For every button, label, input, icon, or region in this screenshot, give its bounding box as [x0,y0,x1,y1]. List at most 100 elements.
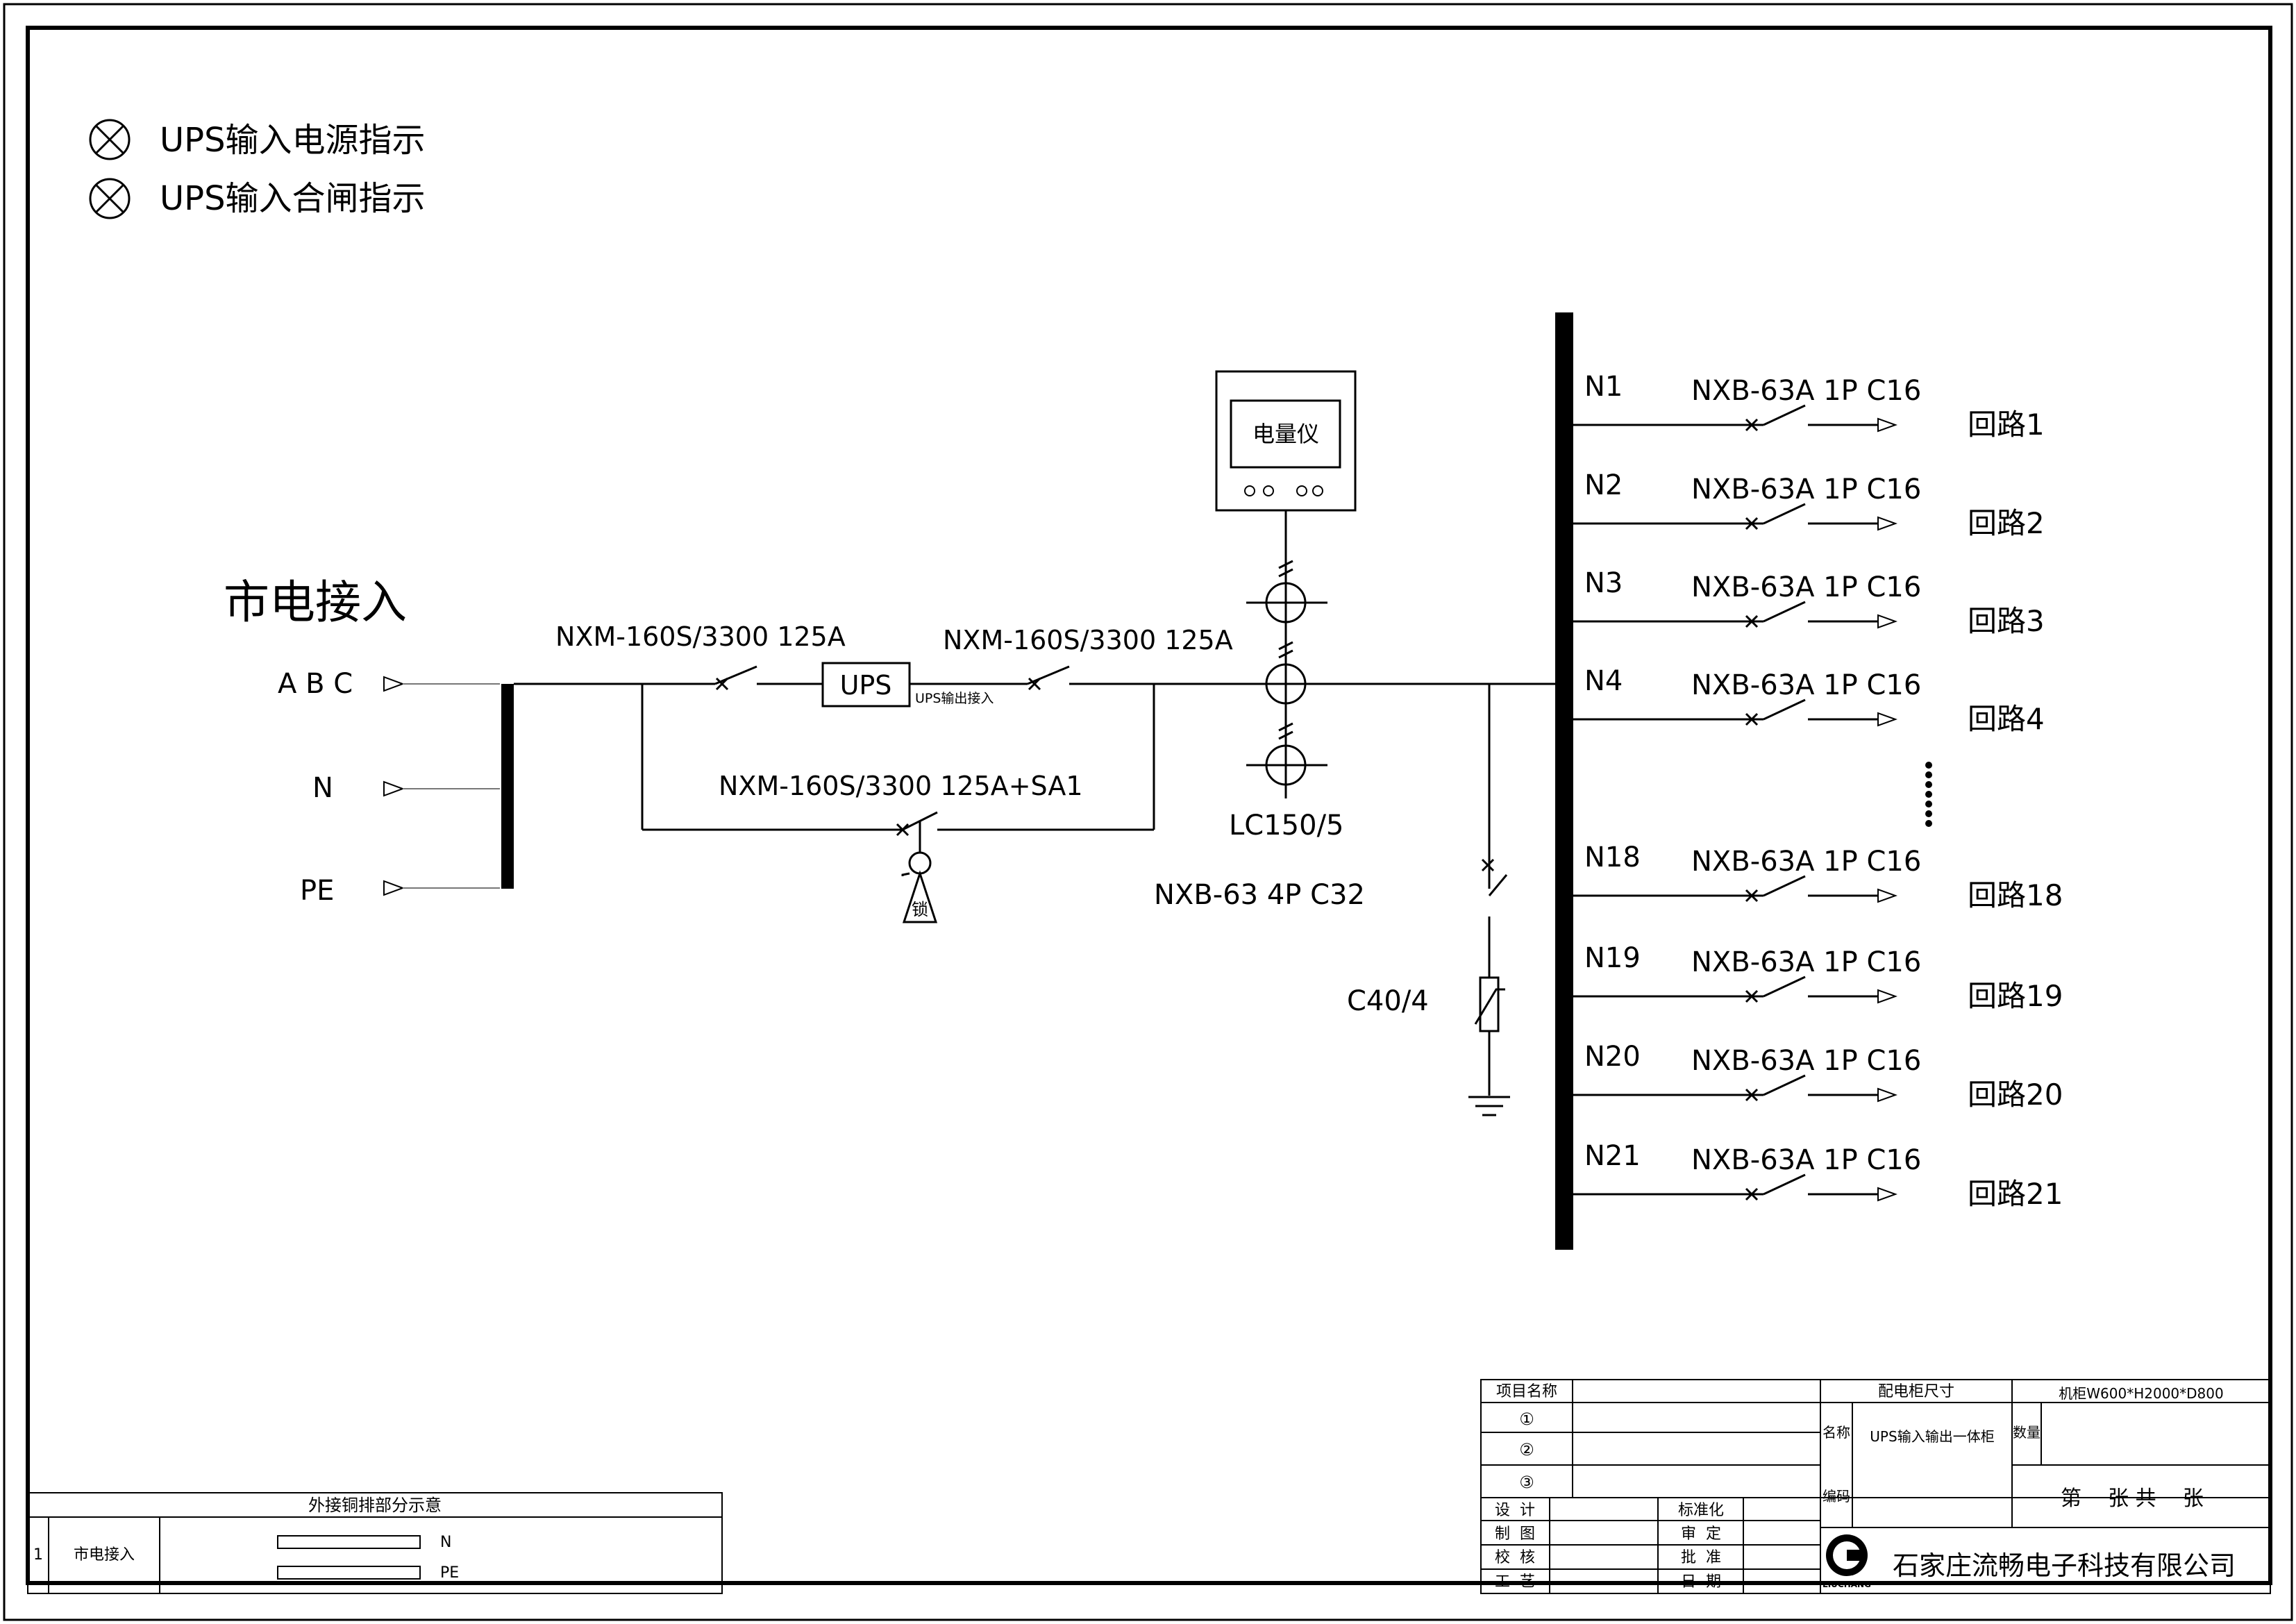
role-drafting: 制 图 [1495,1525,1535,1543]
branch-breaker-label: NXB-63A 1P C16 [1691,1144,1921,1176]
branch-n-label: N4 [1584,665,1623,697]
branch-circuit-name: 回路4 [1968,702,2045,736]
spd-label: C40/4 [1347,985,1429,1017]
circled-3: ③ [1519,1473,1534,1492]
busbar-table-row-label: 市电接入 [74,1546,135,1564]
branch-circuit-name: 回路21 [1968,1177,2063,1211]
branch-breaker-label: NXB-63A 1P C16 [1691,1045,1921,1077]
indicator-lamp-icon [89,119,131,160]
branch-circuit: N1 NXB-63A 1P C16 回路1 [1573,371,2045,442]
branch-breaker-label: NXB-63A 1P C16 [1691,669,1921,701]
inner-frame [26,26,2272,1585]
role-standard: 标准化 [1678,1502,1724,1519]
terminal-arrow-icon [1877,989,1897,1004]
qty-label: 数量 [2013,1424,2041,1441]
terminal-arrow-icon [1877,1087,1897,1103]
branch-circuit-name: 回路20 [1968,1078,2063,1112]
role-design: 设 计 [1495,1502,1535,1519]
busbar-pe-label: PE [440,1564,459,1582]
lock-label: 锁 [912,900,928,919]
branch-circuit-name: 回路3 [1968,604,2045,638]
continuation-dots [1925,762,1932,827]
input-breaker-symbol [714,665,757,691]
branch-n-label: N1 [1584,371,1623,403]
ups-box [821,662,911,708]
terminal-arrow-icon [1877,1187,1897,1202]
busbar-table [27,1492,723,1594]
busbar-table-row-no: 1 [33,1546,43,1564]
branch-n-label: N19 [1584,942,1641,974]
branch-circuit: N20 NXB-63A 1P C16 回路20 [1573,1041,2063,1112]
branch-n-label: N20 [1584,1041,1641,1073]
branch-breaker-label: NXB-63A 1P C16 [1691,474,1921,505]
bypass-breaker-label: NXM-160S/3300 125A+SA1 [719,771,1083,801]
main-line [514,683,1555,831]
terminal-arrow-icon [1877,712,1897,727]
terminal-arrow-icon [1877,888,1897,903]
role-check: 校 核 [1495,1549,1535,1566]
surge-arrester-icon [1474,976,1505,1032]
branch-n-label: N3 [1584,567,1623,599]
branch-breaker-label: NXB-63A 1P C16 [1691,571,1921,603]
incoming-feeders [403,683,500,889]
branch-n-label: N2 [1584,469,1623,501]
branch-circuit: N3 NXB-63A 1P C16 回路3 [1573,567,2045,638]
branch-n-label: N21 [1584,1140,1641,1172]
distribution-busbar [1555,312,1573,1250]
branch-circuit-name: 回路2 [1968,506,2045,540]
branch-n-label: N18 [1584,842,1641,873]
branch-circuit: N19 NXB-63A 1P C16 回路19 [1573,942,2063,1013]
project-name-label: 项目名称 [1496,1383,1557,1400]
ct-label: LC150/5 [1229,810,1344,842]
ground-icon [1468,1096,1510,1116]
phase-n-label: N [312,772,333,804]
cabinet-size-value: 机柜W600*H2000*D800 [2059,1385,2223,1402]
role-process: 工 艺 [1495,1573,1535,1591]
lock-icon [901,851,938,923]
role-review: 审 定 [1681,1525,1721,1543]
incoming-busbar [501,684,514,889]
energy-meter-display [1230,399,1341,469]
circled-2: ② [1519,1440,1534,1459]
branch-breaker-label: NXB-63A 1P C16 [1691,375,1921,407]
branch-breaker-label: NXB-63A 1P C16 [1691,946,1921,978]
company-logo-text: LIUCHANG [1822,1580,1871,1589]
name-value: UPS输入输出一体柜 [1870,1428,1994,1445]
code-label: 编码 [1822,1488,1850,1505]
terminal-arrow-icon [1877,614,1897,629]
terminal-arrow-icon [383,676,405,896]
phase-abc-label: A B C [278,668,353,700]
terminal-arrow-icon [1877,516,1897,531]
ups-output-note: UPS输出接入 [915,691,994,706]
energy-meter-buttons [1244,485,1323,496]
title-block [1480,1379,2271,1594]
branch-circuit: N2 NXB-63A 1P C16 回路2 [1573,469,2045,540]
incoming-title: 市电接入 [224,576,407,629]
branch-circuit-name: 回路18 [1968,878,2063,912]
phase-pe-label: PE [300,875,334,907]
branch-circuit-name: 回路1 [1968,408,2045,442]
busbar-n-label: N [440,1534,451,1551]
branch-breaker-label: NXB-63A 1P C16 [1691,846,1921,878]
branch-circuit: N21 NXB-63A 1P C16 回路21 [1573,1140,2063,1211]
sheet-count: 第 张 共 张 [2061,1487,2204,1511]
legend-item-closing: UPS输入合闸指示 [160,179,426,218]
bypass-breaker-symbol [896,811,938,853]
branch-circuit: N18 NXB-63A 1P C16 回路18 [1573,842,2063,912]
current-transformer-icon [1246,560,1327,786]
branch-circuit-name: 回路19 [1968,979,2063,1013]
input-breaker-label: NXM-160S/3300 125A [555,621,846,652]
energy-meter-label: 电量仪 [1252,421,1319,447]
circled-1: ① [1519,1409,1534,1429]
indicator-lamp-icon [89,178,131,219]
output-breaker-label: NXM-160S/3300 125A [943,625,1233,655]
legend-item-power: UPS输入电源指示 [160,121,426,160]
legend: UPS输入电源指示 UPS输入合闸指示 [89,119,426,219]
name-label: 名称 [1822,1424,1850,1441]
surge-breaker-label: NXB-63 4P C32 [1154,879,1365,911]
terminal-arrow-icon [1877,417,1897,433]
outer-frame [3,3,2293,1621]
busbar-table-title: 外接铜排部分示意 [308,1496,442,1515]
